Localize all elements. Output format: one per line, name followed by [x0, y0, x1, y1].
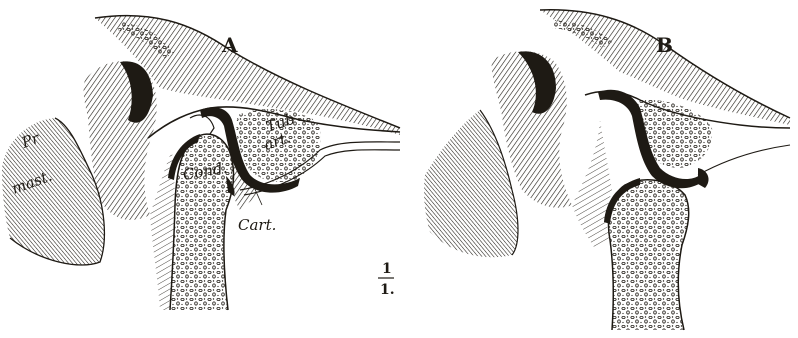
svg-text:1.: 1.	[380, 282, 395, 298]
panel-a-label: A	[221, 33, 238, 57]
condyle-b	[609, 180, 689, 330]
panel-a: A Pr mast. Tub art. Cond. Cart.	[2, 16, 400, 310]
mastoid-process-b	[424, 110, 518, 257]
scale-fraction: 1 1.	[378, 261, 395, 298]
panel-b: B	[424, 10, 790, 330]
svg-text:1: 1	[382, 261, 392, 277]
panel-b-label: B	[656, 33, 673, 57]
label-cart: Cart.	[238, 216, 276, 234]
